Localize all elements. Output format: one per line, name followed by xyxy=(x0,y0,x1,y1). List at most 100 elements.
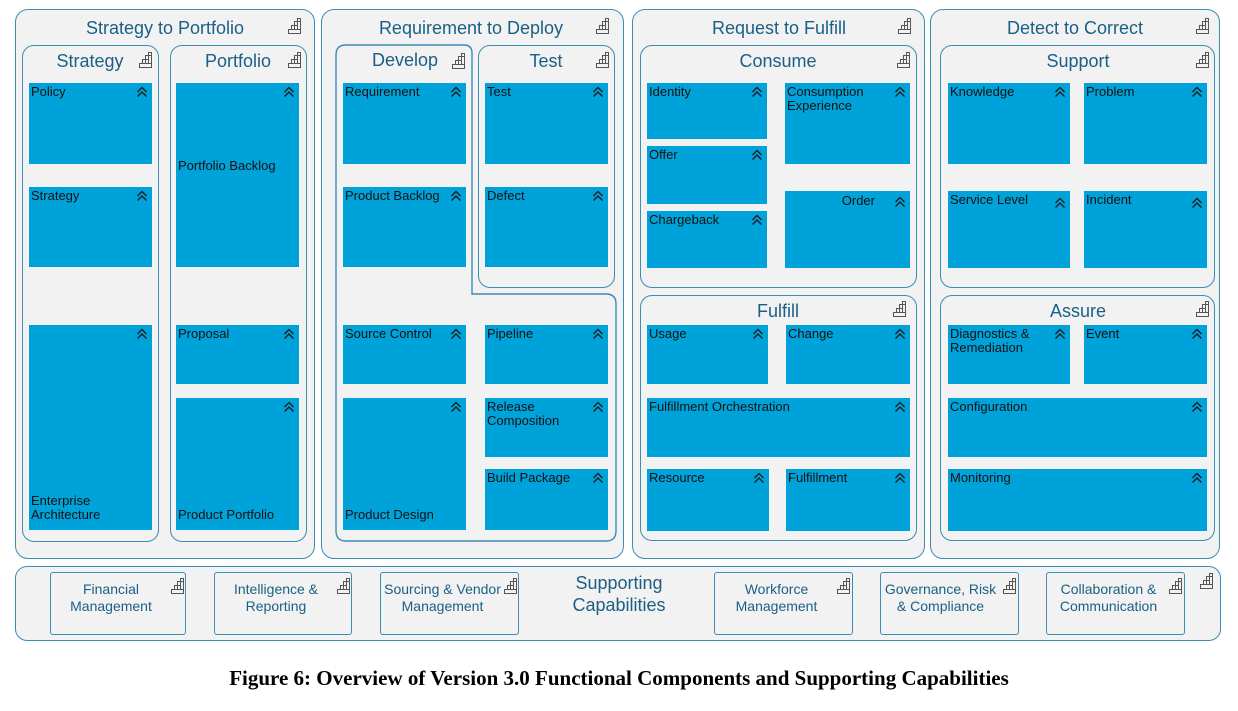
component-order[interactable]: Order xyxy=(785,191,910,268)
chevron-up-double-icon[interactable] xyxy=(751,214,763,226)
building-blocks-icon xyxy=(893,301,906,317)
building-blocks-icon xyxy=(337,578,350,594)
group-title: Develop xyxy=(371,50,439,70)
group-title: Support xyxy=(1046,51,1110,71)
chevron-up-double-icon[interactable] xyxy=(894,196,906,208)
component-diagnostics-remediation[interactable]: Diagnostics & Remediation xyxy=(948,325,1070,384)
component-product-backlog[interactable]: Product Backlog xyxy=(343,187,466,267)
chevron-up-double-icon[interactable] xyxy=(1054,328,1066,340)
component-service-level[interactable]: Service Level xyxy=(948,191,1070,268)
group-title: Fulfill xyxy=(756,301,799,321)
capability-collaboration-communication[interactable]: Collaboration & Communication xyxy=(1046,572,1185,635)
supporting-capabilities-title: Supporting Capabilities xyxy=(572,573,666,615)
building-blocks-icon xyxy=(898,18,911,34)
capability-intelligence-reporting[interactable]: Intelligence & Reporting xyxy=(214,572,352,635)
chevron-up-double-icon[interactable] xyxy=(1054,86,1066,98)
building-blocks-icon xyxy=(288,18,301,34)
building-blocks-icon xyxy=(897,52,910,68)
group-title: Strategy xyxy=(56,51,124,71)
component-strategy[interactable]: Strategy xyxy=(29,187,152,267)
chevron-up-double-icon[interactable] xyxy=(592,190,604,202)
chevron-up-double-icon[interactable] xyxy=(751,149,763,161)
chevron-up-double-icon[interactable] xyxy=(752,328,764,340)
chevron-up-double-icon[interactable] xyxy=(283,401,295,413)
chevron-up-double-icon[interactable] xyxy=(136,328,148,340)
stream-title: Requirement to Deploy xyxy=(378,18,564,38)
component-problem[interactable]: Problem xyxy=(1084,83,1207,164)
component-product-design[interactable]: Product Design xyxy=(343,398,466,530)
building-blocks-icon xyxy=(1169,578,1182,594)
component-resource[interactable]: Resource xyxy=(647,469,769,531)
component-usage[interactable]: Usage xyxy=(647,325,768,384)
capability-sourcing-vendor-management[interactable]: Sourcing & Vendor Management xyxy=(380,572,519,635)
chevron-up-double-icon[interactable] xyxy=(136,190,148,202)
component-fulfillment[interactable]: Fulfillment xyxy=(786,469,910,531)
chevron-up-double-icon[interactable] xyxy=(592,86,604,98)
component-test[interactable]: Test xyxy=(485,83,608,164)
building-blocks-icon xyxy=(1196,52,1209,68)
chevron-up-double-icon[interactable] xyxy=(283,86,295,98)
building-blocks-icon xyxy=(1003,578,1016,594)
stream-title: Request to Fulfill xyxy=(711,18,847,38)
chevron-up-double-icon[interactable] xyxy=(1191,328,1203,340)
capability-workforce-management[interactable]: Workforce Management xyxy=(714,572,853,635)
chevron-up-double-icon[interactable] xyxy=(1191,472,1203,484)
group-title: Assure xyxy=(1049,301,1107,321)
component-chargeback[interactable]: Chargeback xyxy=(647,211,767,268)
component-change[interactable]: Change xyxy=(786,325,910,384)
chevron-up-double-icon[interactable] xyxy=(592,472,604,484)
chevron-up-double-icon[interactable] xyxy=(894,401,906,413)
chevron-up-double-icon[interactable] xyxy=(450,328,462,340)
component-fulfillment-orchestration[interactable]: Fulfillment Orchestration xyxy=(647,398,910,457)
group-title: Consume xyxy=(739,51,817,71)
building-blocks-icon xyxy=(504,578,517,594)
capability-governance-risk-compliance[interactable]: Governance, Risk & Compliance xyxy=(880,572,1019,635)
chevron-up-double-icon[interactable] xyxy=(894,472,906,484)
chevron-up-double-icon[interactable] xyxy=(1191,401,1203,413)
capability-financial-management[interactable]: Financial Management xyxy=(50,572,186,635)
chevron-up-double-icon[interactable] xyxy=(592,401,604,413)
component-identity[interactable]: Identity xyxy=(647,83,767,139)
chevron-up-double-icon[interactable] xyxy=(1191,197,1203,209)
figure-caption: Figure 6: Overview of Version 3.0 Functi… xyxy=(229,666,1009,690)
chevron-up-double-icon[interactable] xyxy=(894,328,906,340)
chevron-up-double-icon[interactable] xyxy=(450,401,462,413)
building-blocks-icon xyxy=(171,578,184,594)
component-monitoring[interactable]: Monitoring xyxy=(948,469,1207,531)
component-event[interactable]: Event xyxy=(1084,325,1207,384)
component-configuration[interactable]: Configuration xyxy=(948,398,1207,457)
building-blocks-icon xyxy=(288,52,301,68)
component-release-composition[interactable]: Release Composition xyxy=(485,398,608,457)
group-title: Portfolio xyxy=(204,51,272,71)
component-build-package[interactable]: Build Package xyxy=(485,469,608,530)
chevron-up-double-icon[interactable] xyxy=(1191,86,1203,98)
building-blocks-icon xyxy=(139,52,152,68)
component-portfolio-backlog[interactable]: Portfolio Backlog xyxy=(176,83,299,267)
component-product-portfolio[interactable]: Product Portfolio xyxy=(176,398,299,530)
component-consumption-experience[interactable]: Consumption Experience xyxy=(785,83,910,164)
chevron-up-double-icon[interactable] xyxy=(751,86,763,98)
building-blocks-icon xyxy=(837,578,850,594)
chevron-up-double-icon[interactable] xyxy=(283,328,295,340)
component-requirement[interactable]: Requirement xyxy=(343,83,466,164)
chevron-up-double-icon[interactable] xyxy=(1054,197,1066,209)
chevron-up-double-icon[interactable] xyxy=(136,86,148,98)
chevron-up-double-icon[interactable] xyxy=(450,86,462,98)
building-blocks-icon xyxy=(596,52,609,68)
component-offer[interactable]: Offer xyxy=(647,146,767,204)
chevron-up-double-icon[interactable] xyxy=(753,472,765,484)
component-enterprise-architecture[interactable]: Enterprise Architecture xyxy=(29,325,152,530)
component-source-control[interactable]: Source Control xyxy=(343,325,466,384)
component-proposal[interactable]: Proposal xyxy=(176,325,299,384)
chevron-up-double-icon[interactable] xyxy=(592,328,604,340)
stream-title: Strategy to Portfolio xyxy=(85,18,245,38)
component-defect[interactable]: Defect xyxy=(485,187,608,267)
component-pipeline[interactable]: Pipeline xyxy=(485,325,608,384)
component-incident[interactable]: Incident xyxy=(1084,191,1207,268)
building-blocks-icon xyxy=(452,53,465,69)
component-knowledge[interactable]: Knowledge xyxy=(948,83,1070,164)
chevron-up-double-icon[interactable] xyxy=(894,86,906,98)
component-policy[interactable]: Policy xyxy=(29,83,152,164)
group-title: Test xyxy=(529,51,563,71)
chevron-up-double-icon[interactable] xyxy=(450,190,462,202)
